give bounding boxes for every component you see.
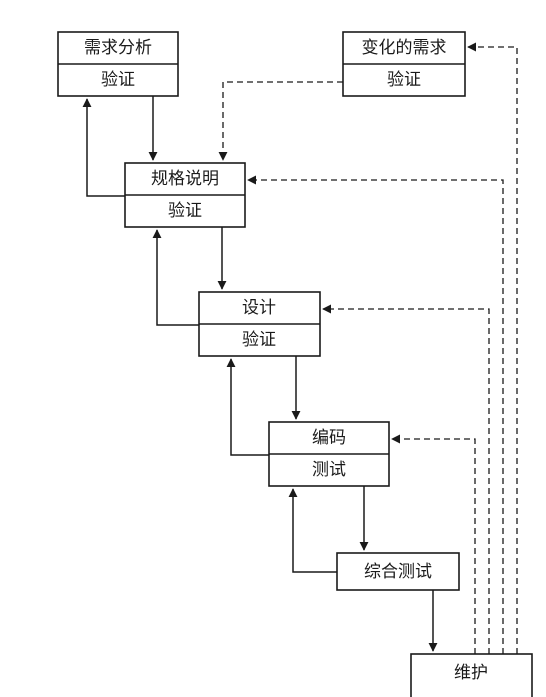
feedback-coding-to-design bbox=[226, 358, 269, 456]
specification-verify: 验证 bbox=[168, 201, 202, 221]
feedback-design-to-specification bbox=[152, 229, 199, 326]
requirements-analysis-verify: 验证 bbox=[101, 70, 135, 90]
dashed-maintenance-to-coding bbox=[391, 434, 476, 654]
coding-box: 编码 测试 bbox=[268, 421, 390, 487]
specification-box: 规格说明 验证 bbox=[124, 162, 246, 228]
dashed-maintenance-to-specification bbox=[247, 175, 504, 654]
design-verify: 验证 bbox=[242, 330, 276, 350]
changed-requirements-box: 变化的需求 验证 bbox=[342, 31, 466, 97]
requirements-analysis-title: 需求分析 bbox=[84, 38, 152, 58]
dashed-maintenance-to-changed-requirements bbox=[467, 42, 518, 654]
specification-title: 规格说明 bbox=[151, 169, 219, 189]
integration-test-title: 综合测试 bbox=[364, 562, 432, 582]
feedback-specification-to-requirements bbox=[82, 98, 125, 197]
changed-requirements-verify: 验证 bbox=[387, 70, 421, 90]
changed-requirements-title: 变化的需求 bbox=[362, 38, 447, 58]
design-title: 设计 bbox=[242, 298, 276, 318]
coding-title: 编码 bbox=[312, 428, 346, 448]
maintenance-box: 维护 bbox=[410, 653, 533, 697]
feedback-integration-to-coding bbox=[288, 488, 337, 573]
coding-test: 测试 bbox=[312, 460, 346, 480]
dashed-changed-requirements-to-specification bbox=[218, 81, 343, 161]
dashed-maintenance-to-design bbox=[322, 304, 490, 654]
design-box: 设计 验证 bbox=[198, 291, 321, 357]
requirements-analysis-box: 需求分析 验证 bbox=[57, 31, 179, 97]
integration-test-box: 综合测试 bbox=[336, 552, 460, 591]
maintenance-title: 维护 bbox=[454, 663, 488, 683]
